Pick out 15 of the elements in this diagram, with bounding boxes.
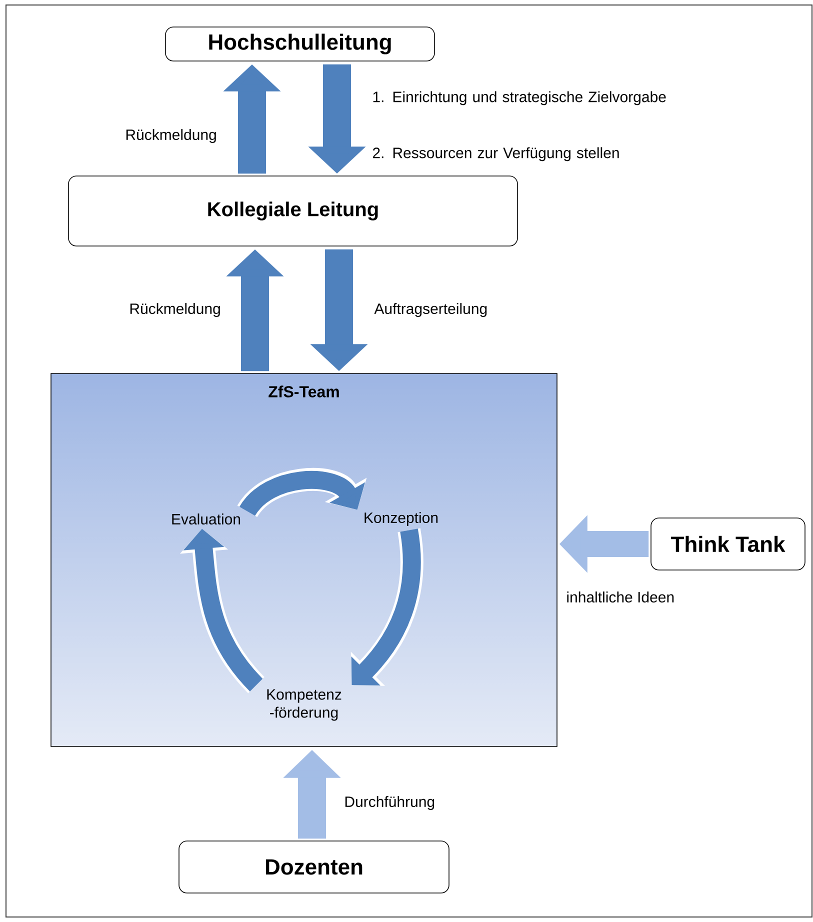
edge-label: inhaltliche Ideen bbox=[567, 592, 674, 602]
process-box: Think Tank bbox=[650, 518, 806, 570]
process-box: Kollegiale Leitung bbox=[68, 176, 518, 246]
curved-arrow bbox=[238, 468, 367, 518]
edge-label: Auftragserteilung bbox=[374, 303, 487, 317]
process-box: Dozenten bbox=[178, 840, 450, 894]
process-box: Hochschulleitung bbox=[165, 26, 435, 62]
list-item: 2. Ressourcen zur Verfügung stellen bbox=[372, 147, 619, 162]
edge-label: Durchführung bbox=[345, 796, 434, 810]
step-label: Konzeption bbox=[364, 512, 438, 526]
edge-label: Rückmeldung bbox=[126, 129, 216, 143]
list-item: 1. Einrichtung und strategische Zielvorgabe bbox=[373, 91, 666, 106]
edge-label: Rückmeldung bbox=[130, 303, 220, 317]
step-label: Evaluation bbox=[172, 514, 240, 524]
step-label: Kompetenz -förderung bbox=[267, 689, 342, 721]
